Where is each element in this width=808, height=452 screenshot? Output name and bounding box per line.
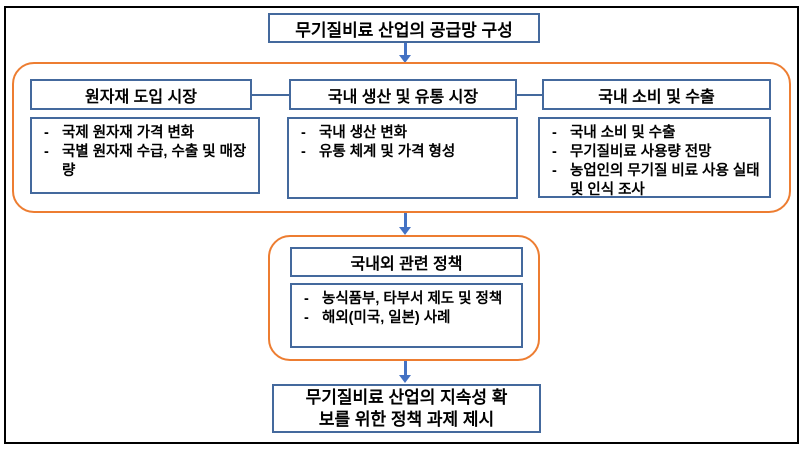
conclusion-box: 무기질비료 산업의 지속성 확 보를 위한 정책 과제 제시 <box>272 384 541 433</box>
list-item: - 농식품부, 타부서 제도 및 정책 <box>302 290 515 309</box>
column-header-domestic-production: 국내 생산 및 유통 시장 <box>289 79 517 110</box>
connector-line-1 <box>251 93 290 96</box>
column-header-text: 국내 생산 및 유통 시장 <box>327 88 479 106</box>
bullet: - <box>552 163 557 179</box>
list-item-text: 농식품부, 타부서 제도 및 정책 <box>322 291 503 307</box>
list-policy: - 농식품부, 타부서 제도 및 정책 - 해외(미국, 일본) 사례 <box>290 283 523 348</box>
bullet: - <box>44 144 49 160</box>
list-item: - 국내 생산 변화 <box>299 124 510 143</box>
list-item-text: 농업인의 무기질 비료 사용 실태 및 인식 조사 <box>570 163 760 198</box>
list-item-text: 해외(미국, 일본) 사례 <box>322 310 451 326</box>
list-item: - 유통 체계 및 가격 형성 <box>299 143 510 162</box>
list-domestic-production: - 국내 생산 변화 - 유통 체계 및 가격 형성 <box>287 117 518 199</box>
column-header-text: 국내 소비 및 수출 <box>598 88 715 106</box>
list-item: - 국제 원자재 가격 변화 <box>42 124 252 143</box>
arrow-shaft <box>403 213 407 227</box>
list-item-text: 국별 원자재 수급, 수출 및 매장량 <box>62 144 247 179</box>
list-raw-materials: - 국제 원자재 가격 변화 - 국별 원자재 수급, 수출 및 매장량 <box>30 117 260 194</box>
arrow-head <box>399 227 411 235</box>
bullet: - <box>301 144 306 160</box>
conclusion-line-2: 보를 위한 정책 과제 제시 <box>318 409 495 429</box>
page-border <box>4 6 799 444</box>
connector-line-2 <box>516 93 543 96</box>
bullet: - <box>44 125 49 141</box>
arrow-shaft <box>403 43 407 55</box>
title-text: 무기질비료 산업의 공급망 구성 <box>295 20 513 40</box>
list-item: - 국내 소비 및 수출 <box>550 124 763 143</box>
list-item: - 농업인의 무기질 비료 사용 실태 및 인식 조사 <box>550 162 763 200</box>
list-item: - 해외(미국, 일본) 사례 <box>302 309 515 328</box>
title-box: 무기질비료 산업의 공급망 구성 <box>268 13 540 43</box>
column-header-consumption-export: 국내 소비 및 수출 <box>542 79 771 110</box>
bullet: - <box>304 291 309 307</box>
supply-chain-container <box>12 62 791 213</box>
list-item: - 무기질비료 사용량 전망 <box>550 143 763 162</box>
column-header-raw-materials: 원자재 도입 시장 <box>30 79 252 110</box>
bullet: - <box>304 310 309 326</box>
list-item-text: 국내 소비 및 수출 <box>570 125 676 141</box>
list-item-text: 국내 생산 변화 <box>319 125 408 141</box>
policy-header-text: 국내외 관련 정책 <box>350 256 463 273</box>
arrow-head <box>399 55 411 63</box>
list-consumption-export: - 국내 소비 및 수출 - 무기질비료 사용량 전망 - 농업인의 무기질 비… <box>538 117 771 198</box>
policy-container <box>268 235 540 361</box>
arrow-down-icon-2 <box>398 213 412 235</box>
bullet: - <box>552 125 557 141</box>
bullet: - <box>552 144 557 160</box>
bullet: - <box>301 125 306 141</box>
list-item-text: 유통 체계 및 가격 형성 <box>319 144 456 160</box>
arrow-head <box>399 375 411 383</box>
policy-header: 국내외 관련 정책 <box>290 247 523 277</box>
conclusion-line-1: 무기질비료 산업의 지속성 확 <box>305 387 508 407</box>
arrow-down-icon-3 <box>398 361 412 383</box>
list-item-text: 무기질비료 사용량 전망 <box>570 144 712 160</box>
arrow-down-icon-1 <box>398 43 412 63</box>
column-header-text: 원자재 도입 시장 <box>85 88 197 106</box>
arrow-shaft <box>403 361 407 375</box>
list-item: - 국별 원자재 수급, 수출 및 매장량 <box>42 143 252 181</box>
list-item-text: 국제 원자재 가격 변화 <box>62 125 195 141</box>
